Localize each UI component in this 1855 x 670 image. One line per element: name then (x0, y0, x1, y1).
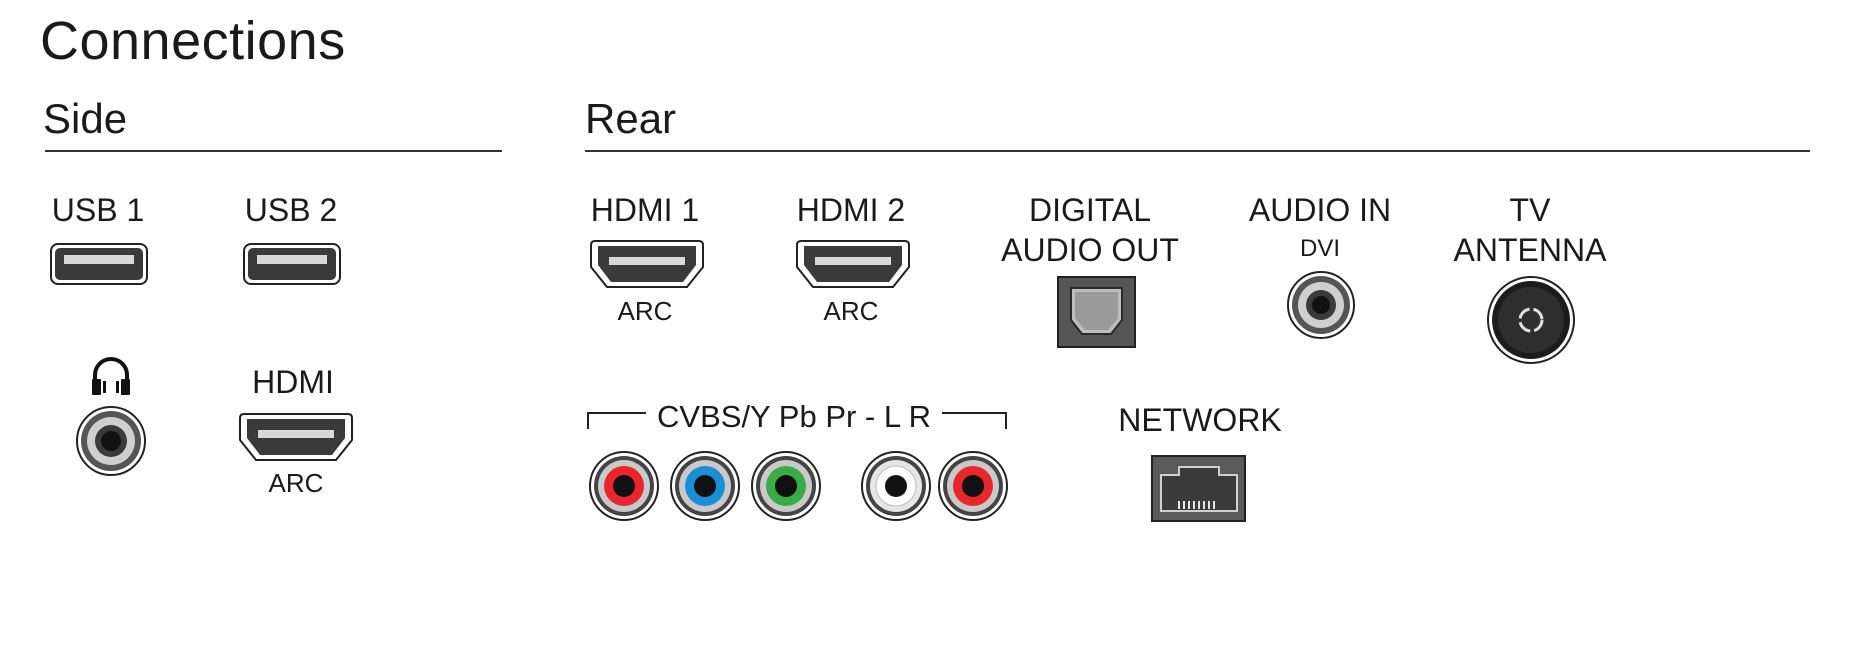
page-title: Connections (40, 11, 346, 71)
hdmi1-label: HDMI 1 (590, 192, 700, 228)
rca-jack-icon (589, 451, 659, 521)
tv-antenna-label-line2: ANTENNA (1453, 232, 1607, 268)
ethernet-port-icon (1151, 455, 1246, 522)
antenna-port-icon (1487, 276, 1575, 364)
audio-in-sublabel: DVI (1299, 235, 1340, 262)
rca-jack-icon (938, 451, 1008, 521)
audio-in-label: AUDIO IN (1248, 192, 1392, 228)
section-side-heading: Side (43, 95, 128, 142)
side-hdmi-sublabel: ARC (268, 468, 324, 498)
side-hdmi-label: HDMI (252, 364, 334, 400)
usb2-label: USB 2 (244, 192, 338, 228)
audio-jack-icon (1287, 271, 1355, 339)
digital-audio-label-line2: AUDIO OUT (1001, 232, 1179, 268)
hdmi2-label: HDMI 2 (796, 192, 906, 228)
rca-jack-icon (670, 451, 740, 521)
component-bracket (587, 412, 1007, 429)
headphones-icon (92, 357, 130, 395)
network-label: NETWORK (1118, 402, 1282, 438)
rca-jack-icon (861, 451, 931, 521)
tv-antenna-label-line1: TV (1509, 192, 1551, 228)
hdmi-port-icon (590, 240, 704, 288)
side-divider (45, 150, 502, 152)
rca-jack-row (589, 451, 1008, 521)
audio-jack-icon (76, 406, 146, 476)
usb-port-icon (50, 243, 148, 285)
usb1-label: USB 1 (51, 192, 145, 228)
section-rear-heading: Rear (585, 95, 677, 142)
digital-audio-label-line1: DIGITAL (1028, 192, 1152, 228)
hdmi1-sublabel: ARC (617, 296, 673, 326)
rca-jack-icon (751, 451, 821, 521)
optical-port-icon (1057, 276, 1136, 348)
hdmi-port-icon (796, 240, 910, 288)
hdmi-port-icon (239, 413, 353, 461)
rear-divider (585, 150, 1810, 152)
hdmi2-sublabel: ARC (823, 296, 879, 326)
component-label: CVBS/Y Pb Pr - L R (657, 399, 931, 434)
usb-port-icon (243, 243, 341, 285)
